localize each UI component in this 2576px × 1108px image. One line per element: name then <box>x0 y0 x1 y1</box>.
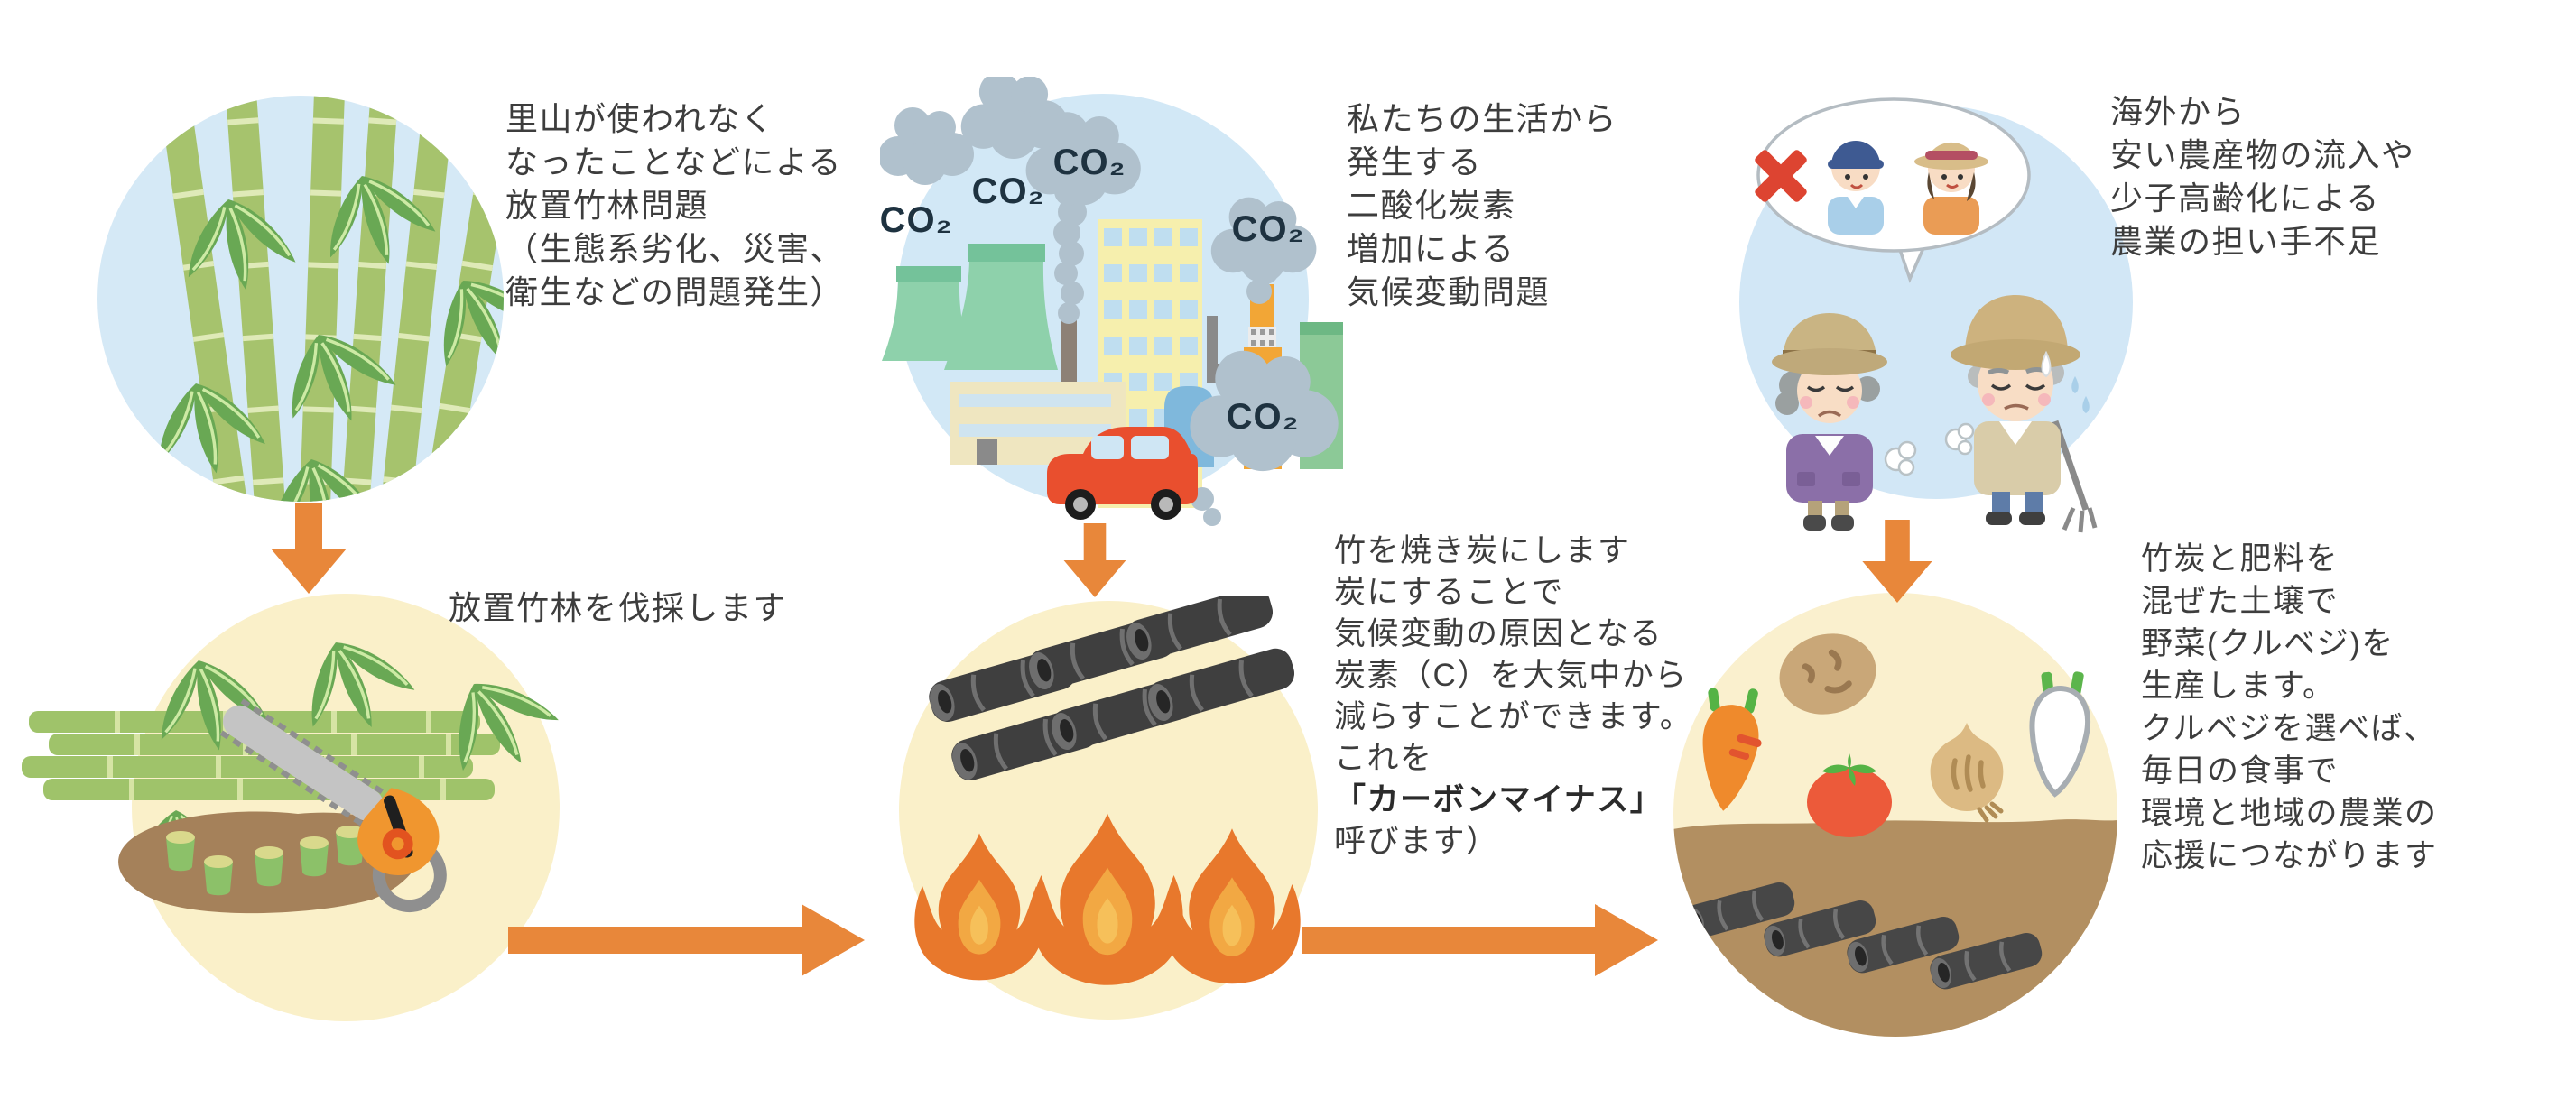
young-farmer-female-icon <box>1914 142 1988 235</box>
step-charcoal-text-after: 呼びます） <box>1334 824 1499 859</box>
carrot-icon <box>1702 688 1762 811</box>
cooling-tower-icon <box>944 244 1058 370</box>
kuruvege-vegetables-illustration <box>1673 593 2117 1037</box>
sweat-drop-icon <box>2041 350 2052 378</box>
daikon-icon <box>2029 671 2090 798</box>
charcoal-firing-illustration <box>899 596 1318 1020</box>
bamboo-stump-icon <box>300 836 329 877</box>
co2-label: CO₂ <box>1232 209 1305 249</box>
elderly-farmer-male-icon <box>1944 295 2098 533</box>
step-charcoal-text: 竹を焼き炭にします 炭にすることで 気候変動の原因となる 炭素（C）を大気中から… <box>1334 531 1731 863</box>
smokestack-icon <box>1061 320 1077 385</box>
aging-farmers-illustration <box>1739 97 2133 533</box>
smoke-column-icon <box>1053 177 1087 324</box>
sigh-puff-icon <box>1884 440 1917 476</box>
right-arrow <box>508 904 865 976</box>
step-cutting-caption: 放置竹林を伐採します <box>449 589 788 626</box>
down-arrow <box>1063 523 1126 597</box>
co2-label: CO₂ <box>1053 143 1126 182</box>
potato-icon <box>1779 633 1876 715</box>
cooling-tower-icon <box>882 266 973 361</box>
co2-emissions-illustration: CO₂ CO₂ CO₂ CO₂ CO₂ <box>880 77 1343 526</box>
step-charcoal-text-before: 竹を焼き炭にします 炭にすることで 気候変動の原因となる 炭素（C）を大気中から… <box>1334 533 1693 776</box>
down-arrow <box>271 503 347 594</box>
sweat-drops-icon <box>2071 376 2090 413</box>
tomato-icon <box>1807 753 1892 837</box>
young-farmer-male-icon <box>1828 141 1884 235</box>
car-icon <box>1047 427 1198 520</box>
co2-label: CO₂ <box>880 200 952 240</box>
elderly-farmer-female-icon <box>1772 313 1917 531</box>
abandoned-bamboo-forest-illustration <box>97 96 506 504</box>
right-arrow <box>1302 904 1658 976</box>
smoke-cloud-icon <box>880 107 974 185</box>
bamboo-cutting-illustration <box>22 594 578 1021</box>
carbon-minus-term: 「カーボンマイナス」 <box>1334 782 1663 817</box>
co2-label: CO₂ <box>1227 397 1300 437</box>
problem-bamboo-text: 里山が使われなく なったことなどによる 放置竹林問題 （生態系劣化、災害、 衛生… <box>505 100 845 310</box>
bamboo-stump-icon <box>255 846 283 887</box>
co2-label: CO₂ <box>972 171 1045 211</box>
chainsaw-icon <box>219 698 447 913</box>
problem-co2-text: 私たちの生活から 発生する 二酸化炭素 増加による 気候変動問題 <box>1347 100 1618 310</box>
bamboo-stump-icon <box>204 855 233 896</box>
step-vegetables-text: 竹炭と肥料を 混ぜた土壌で 野菜(クルベジ)を 生産します。 クルベジを選べば、… <box>2141 541 2438 873</box>
bamboo-stump-icon <box>166 831 195 872</box>
bamboo-leaf-cluster-icon <box>431 434 506 504</box>
sigh-puff-icon <box>1944 422 1975 456</box>
cross-icon <box>1755 150 1807 202</box>
onion-icon <box>1930 723 2004 823</box>
problem-farming-text: 海外から 安い農産物の流入や 少子高齢化による 農業の担い手不足 <box>2110 93 2415 260</box>
pipe-icon <box>1207 316 1218 383</box>
down-arrow <box>1862 520 1932 603</box>
